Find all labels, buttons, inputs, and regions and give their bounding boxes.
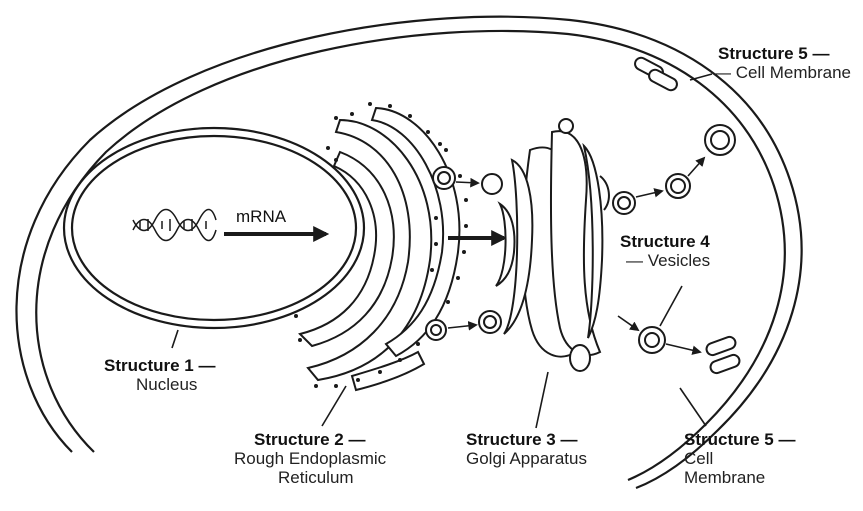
rough-er (300, 108, 459, 390)
structure-2-name-2: Reticulum (254, 468, 386, 487)
structure-4-name: — Vesicles (620, 251, 710, 270)
membrane-channel-top (633, 56, 679, 93)
vesicle-arrow-4 (688, 158, 704, 176)
nucleus (64, 128, 364, 328)
structure-3-label: Structure 3 — Golgi Apparatus (466, 430, 587, 468)
structure-4-title: Structure 4 (620, 232, 710, 251)
dna-icon (133, 210, 216, 241)
structure-1-title: Structure 1 — (104, 356, 215, 375)
structure-5-bottom-label: Structure 5 — Cell Membrane (684, 430, 795, 487)
vesicle-arrow-5 (618, 316, 638, 330)
structure-1-name: Nucleus (104, 375, 215, 394)
membrane-vesicle-fusion (705, 125, 735, 155)
structure-1-label: Structure 1 — Nucleus (104, 356, 215, 394)
structure-3-title: Structure 3 — (466, 430, 577, 449)
structure-3-name: Golgi Apparatus (466, 449, 587, 468)
structure-5-top-name: — Cell Membrane (714, 63, 851, 82)
structure-2-label: Structure 2 — Rough Endoplasmic Reticulu… (254, 430, 386, 487)
structure-2-name-1: Rough Endoplasmic (234, 449, 386, 468)
structure-5-bottom-title: Structure 5 — (684, 430, 795, 449)
vesicle-arrow-3 (636, 191, 662, 197)
structure-5-bottom-name-1: Cell (684, 449, 795, 468)
structure-5-top-label: Structure 5 — — Cell Membrane (718, 44, 851, 82)
structure-5-bottom-name-2: Membrane (684, 468, 795, 487)
structure-5-top-title: Structure 5 — (718, 44, 829, 63)
vesicle-arrow-1 (456, 182, 478, 183)
mrna-label: mRNA (236, 207, 286, 227)
vesicle-arrow-2 (448, 325, 476, 328)
golgi-apparatus (496, 119, 609, 371)
vesicle-arrow-6 (666, 344, 700, 352)
membrane-channel-bottom (705, 335, 741, 375)
structure-4-label: Structure 4 — Vesicles (620, 232, 710, 270)
structure-2-title: Structure 2 — (254, 430, 365, 449)
